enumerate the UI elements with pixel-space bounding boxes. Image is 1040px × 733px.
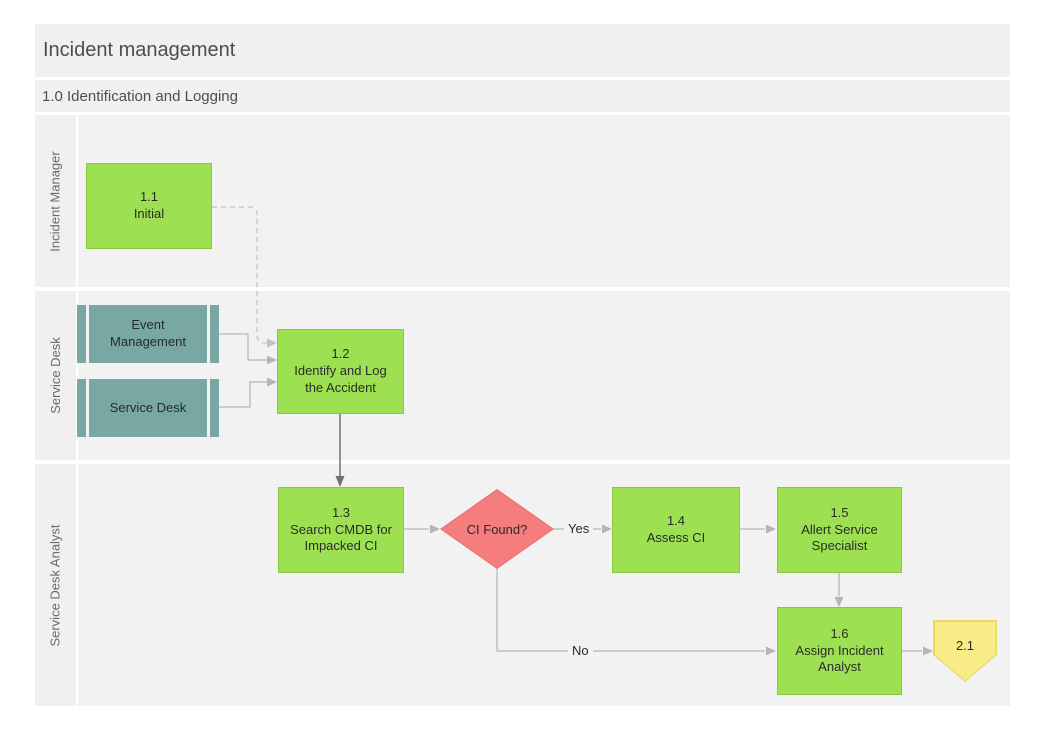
sidebar-divider xyxy=(86,305,89,363)
diagram-title-band: Incident management xyxy=(35,24,1010,77)
page-title: Incident management xyxy=(43,39,236,61)
sidebar-divider xyxy=(207,305,210,363)
node-label: Service Desk xyxy=(109,399,187,415)
node-label: Assess CI xyxy=(646,530,706,545)
phase-title: 1.0 Identification and Logging xyxy=(42,87,238,105)
lane-label-incident-manager: Incident Manager xyxy=(35,115,76,287)
lane-label-text: Incident Manager xyxy=(48,150,64,252)
process-identify-and-log[interactable]: 1.2 Identify and Log the Accident xyxy=(277,329,404,414)
node-label: Assign Incident Analyst xyxy=(795,642,884,675)
node-label: Allert Service Specialist xyxy=(801,521,878,554)
node-id: 1.4 xyxy=(666,513,686,529)
node-id: 1.5 xyxy=(830,504,849,520)
node-label: Search CMDB for Impacked CI xyxy=(290,521,392,554)
process-initial[interactable]: 1.1 Initial xyxy=(86,163,212,249)
node-id: 1.2 xyxy=(331,346,350,362)
edge-label-yes: Yes xyxy=(564,521,594,536)
external-service-desk[interactable]: Service Desk xyxy=(77,379,219,437)
node-id: 1.3 xyxy=(331,504,351,520)
lane-label-service-desk-analyst: Service Desk Analyst xyxy=(35,464,76,706)
lane-label-text: Service Desk xyxy=(48,337,64,414)
node-id: 1.6 xyxy=(830,625,849,641)
sidebar-divider xyxy=(207,379,210,437)
lane-label-text: Service Desk Analyst xyxy=(48,523,64,647)
process-assign-incident-analyst[interactable]: 1.6 Assign Incident Analyst xyxy=(777,607,902,695)
node-label: Initial xyxy=(133,206,165,221)
offpage-id: 2.1 xyxy=(955,637,975,653)
process-search-cmdb[interactable]: 1.3 Search CMDB for Impacked CI xyxy=(278,487,404,573)
node-label: Event Management xyxy=(110,317,186,349)
lane-incident-manager xyxy=(78,115,1010,287)
edge-label-no: No xyxy=(568,643,593,658)
node-label: Identify and Log the Accident xyxy=(294,363,387,395)
decision-label: CI Found? xyxy=(466,521,528,537)
process-assess-ci[interactable]: 1.4 Assess CI xyxy=(612,487,740,573)
process-alert-service-specialist[interactable]: 1.5 Allert Service Specialist xyxy=(777,487,902,573)
phase-subtitle-band: 1.0 Identification and Logging xyxy=(35,80,1010,112)
node-id: 1.1 xyxy=(139,189,159,205)
lane-label-service-desk: Service Desk xyxy=(35,291,76,460)
sidebar-divider xyxy=(86,379,89,437)
external-event-management[interactable]: Event Management xyxy=(77,305,219,363)
